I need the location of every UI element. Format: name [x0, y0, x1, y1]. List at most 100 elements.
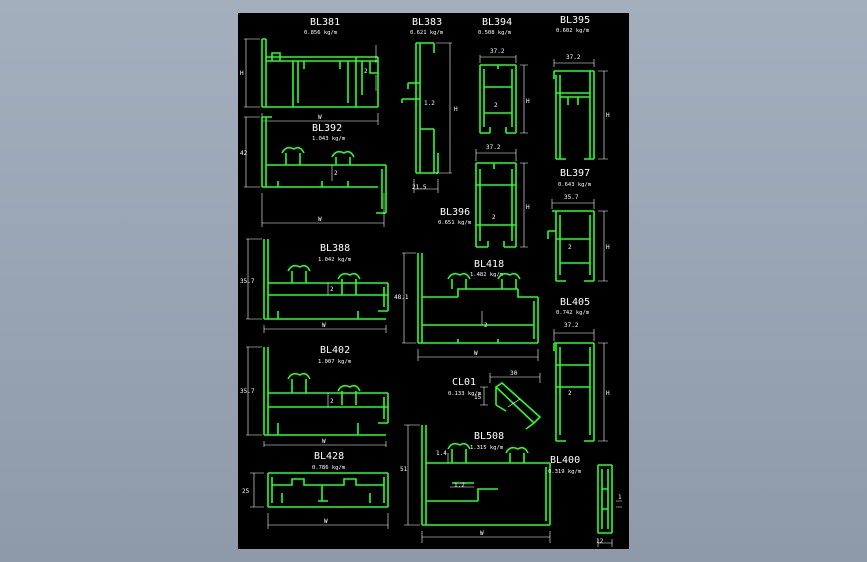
bl394-dim-w: 37.2 — [490, 48, 505, 55]
bl394-dim-h: H — [526, 98, 530, 105]
bl383-dim-h: H — [454, 106, 458, 113]
bl383-name: BL383 — [412, 17, 442, 28]
bl405-dim-w: 37.2 — [564, 322, 579, 329]
bl405-section — [553, 342, 595, 442]
bl381-dim-w: W — [318, 114, 322, 121]
bl381-dim-h: H — [240, 70, 244, 77]
bl397-dim-h: H — [606, 244, 610, 251]
bl396-dim-h: H — [526, 204, 530, 211]
bl392-dim-h: 42 — [240, 150, 248, 157]
bl418-dim-gap: 2 — [484, 322, 488, 329]
bl508-name: BL508 — [474, 431, 504, 442]
bl388-dim-w: W — [322, 322, 326, 329]
bl418-dim-h: 48.1 — [394, 294, 409, 301]
bl418-section — [417, 253, 539, 344]
bl394-name: BL394 — [482, 17, 512, 28]
bl394-dim-gap: 2 — [494, 102, 498, 109]
bl508-weight: 1.315 kg/m — [470, 445, 504, 451]
profile-bl395: BL395 0.602 kg/m 37.2 H — [553, 15, 610, 160]
bl418-name: BL418 — [474, 259, 504, 270]
bl402-dim-h: 35.7 — [240, 388, 255, 395]
bl402-weight: 1.007 kg/m — [318, 359, 352, 365]
profile-bl400: BL400 0.319 kg/m 12 1 — [548, 455, 622, 547]
bl396-weight: 0.651 kg/m — [438, 220, 472, 226]
bl383-dim-w: 21.5 — [412, 184, 427, 191]
bl396-section — [475, 162, 517, 248]
bl392-dim-gap: 2 — [334, 170, 338, 177]
bl508-dimensions — [404, 424, 551, 543]
bl428-section — [267, 472, 389, 508]
bl508-dim-h: 51 — [400, 466, 408, 473]
bl405-dimensions — [553, 329, 608, 442]
profile-bl381: BL381 0.856 kg/m H W 2 — [240, 17, 379, 125]
cl01-weight: 0.133 kg/m — [448, 391, 482, 397]
bl428-weight: 0.786 kg/m — [312, 465, 346, 471]
bl402-dim-gap: 2 — [330, 398, 334, 405]
profile-bl394: BL394 0.508 kg/m 37.2 H 2 — [478, 17, 530, 134]
bl397-weight: 0.643 kg/m — [558, 182, 592, 188]
bl392-section — [261, 116, 387, 214]
profile-bl418: BL418 1.482 kg/m 48.1 W 2 — [394, 252, 539, 361]
profile-bl428: BL428 0.786 kg/m 25 W — [242, 451, 389, 529]
profile-bl392: BL392 1.043 kg/m 42 W 2 — [240, 116, 387, 227]
bl392-dim-w: W — [318, 216, 322, 223]
bl402-name: BL402 — [320, 345, 350, 356]
cl01-dimensions — [480, 373, 541, 408]
bl418-dimensions — [402, 252, 539, 361]
bl402-dim-w: W — [322, 438, 326, 445]
bl400-dimensions — [597, 500, 622, 547]
bl397-dim-w: 35.7 — [564, 194, 579, 201]
bl395-dim-h: H — [606, 112, 610, 119]
profile-bl396: BL396 0.651 kg/m 37.2 H 2 — [438, 144, 530, 248]
bl508-dim-gap2: 1.2 — [454, 482, 465, 489]
bl388-dimensions — [246, 238, 387, 333]
bl381-dim-gap: 2 — [364, 68, 368, 75]
cad-drawing: BL381 0.856 kg/m H W 2 BL383 0.621 kg/m … — [240, 15, 622, 547]
bl397-dim-gap: 2 — [568, 244, 572, 251]
bl400-weight: 0.319 kg/m — [548, 469, 582, 475]
bl383-dimensions — [413, 42, 452, 193]
bl392-weight: 1.043 kg/m — [312, 136, 346, 142]
bl388-dim-h: 35.7 — [240, 278, 255, 285]
bl388-dim-gap: 2 — [330, 286, 334, 293]
bl397-dimensions — [551, 199, 608, 282]
cl01-dim-w: 30 — [510, 370, 518, 377]
bl381-name: BL381 — [310, 17, 340, 28]
bl405-name: BL405 — [560, 297, 590, 308]
bl388-name: BL388 — [320, 243, 350, 254]
bl395-section — [553, 70, 595, 160]
bl428-dim-w: W — [324, 518, 328, 525]
bl428-name: BL428 — [314, 451, 344, 462]
bl383-weight: 0.621 kg/m — [410, 30, 444, 36]
drawing-sheet: BL381 0.856 kg/m H W 2 BL383 0.621 kg/m … — [238, 13, 629, 549]
bl396-dim-gap: 2 — [492, 214, 496, 221]
bl508-section — [421, 425, 551, 526]
bl396-name: BL396 — [440, 207, 470, 218]
profile-bl405: BL405 0.742 kg/m 37.2 H 2 — [553, 297, 610, 442]
bl383-dim-gap: 1.2 — [424, 100, 435, 107]
profile-bl402: BL402 1.007 kg/m 35.7 W 2 — [240, 345, 389, 447]
bl383-section — [401, 42, 439, 174]
profile-cl01: CL01 0.133 kg/m 30 15 — [448, 370, 542, 430]
bl394-dimensions — [479, 55, 528, 134]
bl508-dim-gap: 1.4 — [436, 450, 447, 457]
bl381-section — [261, 38, 379, 108]
bl381-dimensions — [244, 38, 379, 125]
bl395-dim-w: 37.2 — [566, 54, 581, 61]
bl397-name: BL397 — [560, 168, 590, 179]
bl405-dim-gap: 2 — [568, 390, 572, 397]
bl395-name: BL395 — [560, 15, 590, 26]
bl405-dim-h: H — [606, 390, 610, 397]
bl428-dimensions — [250, 472, 389, 529]
profile-bl508: BL508 1.315 kg/m 51 W 1.4 1.2 — [400, 424, 551, 543]
bl381-weight: 0.856 kg/m — [304, 30, 338, 36]
bl405-weight: 0.742 kg/m — [556, 310, 590, 316]
cl01-section — [494, 381, 542, 430]
profile-bl388: BL388 1.042 kg/m 35.7 W 2 — [240, 238, 389, 333]
bl395-dimensions — [553, 59, 608, 160]
bl392-dimensions — [244, 116, 385, 227]
cl01-name: CL01 — [452, 377, 476, 388]
bl508-dim-w: W — [480, 530, 484, 537]
bl400-dim-w: 12 — [596, 538, 604, 545]
bl396-dim-w: 37.2 — [486, 144, 501, 151]
